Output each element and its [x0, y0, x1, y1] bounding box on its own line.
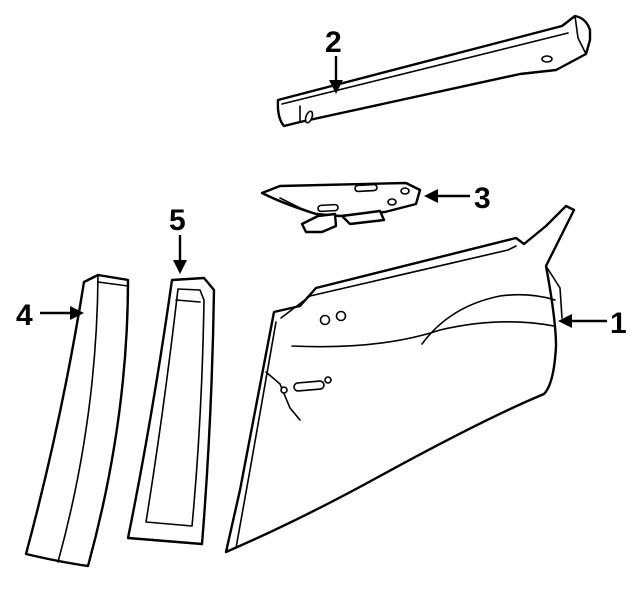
callout-5: 5	[169, 204, 186, 237]
part-5-seal-frame	[126, 276, 216, 546]
callout-3: 3	[474, 182, 491, 215]
arrowhead-3	[424, 189, 438, 203]
arrowhead-2	[329, 80, 343, 94]
part-4-pillar-trim	[24, 273, 130, 568]
callout-1: 1	[610, 307, 627, 340]
part-2-roof-rail	[276, 14, 592, 128]
part-1-quarter-panel	[224, 204, 576, 554]
leader-arrows	[40, 56, 607, 328]
arrowhead-5	[173, 260, 187, 274]
part-3-bracket	[260, 181, 422, 234]
callout-2: 2	[325, 26, 342, 59]
callout-4: 4	[16, 299, 33, 332]
arrowhead-1	[558, 314, 572, 328]
arrowhead-4	[70, 306, 84, 320]
